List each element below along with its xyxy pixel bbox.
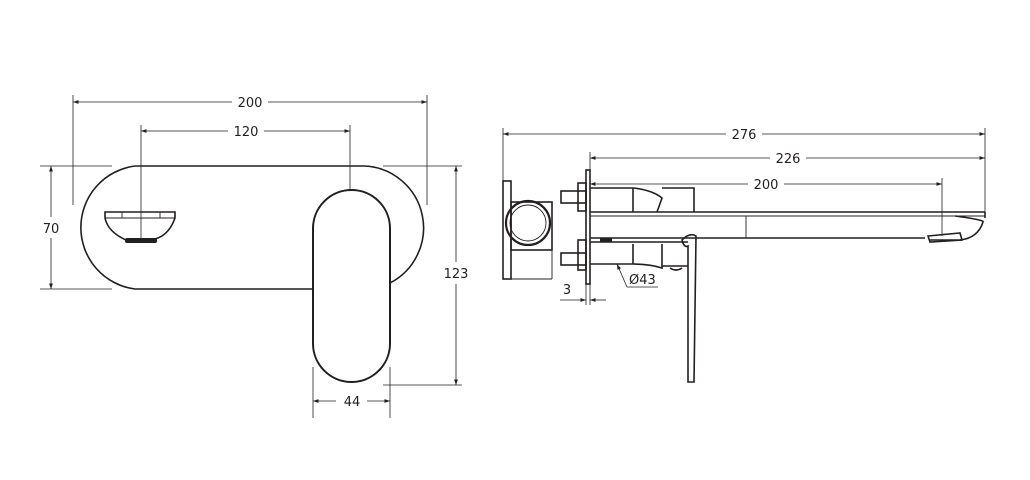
dimension-spout-reach: 200 (590, 178, 943, 236)
dimension-label: 44 (344, 395, 361, 410)
dimension-label: 226 (776, 152, 801, 167)
dimension-label: 123 (444, 267, 469, 282)
lever-handle (312, 189, 391, 383)
dimension-label: 200 (238, 96, 263, 111)
spout-outlet (104, 211, 176, 243)
wall-bracket (502, 180, 553, 280)
dimension-body-diameter: Ø43 (616, 263, 658, 288)
dimension-plate-thickness: 3 (560, 283, 606, 305)
dimension-label: 70 (43, 222, 60, 237)
front-view: 200 120 70 123 (40, 95, 468, 418)
dimension-overall-depth: 276 (502, 128, 986, 215)
dimension-width-overall: 200 (72, 95, 428, 205)
dimension-handle-width: 44 (312, 367, 391, 418)
dimension-overall-height: 123 (383, 165, 469, 386)
dimension-label: 276 (732, 128, 757, 143)
lever-side (681, 233, 697, 383)
mounting-studs (560, 182, 587, 271)
mixer-body (590, 238, 688, 271)
dimension-label: 120 (234, 125, 259, 140)
dimension-plate-height: 70 (40, 165, 112, 290)
spout (590, 211, 986, 243)
dimension-label: 200 (754, 178, 779, 193)
dimension-label: 3 (563, 283, 571, 298)
dimension-projection: 226 (589, 152, 985, 172)
wall-plate (80, 165, 425, 290)
dimension-label: Ø43 (629, 273, 656, 288)
spout-top-block (590, 187, 695, 213)
flange-plate (585, 169, 591, 285)
dimension-spout-to-handle: 120 (140, 125, 351, 240)
side-view: 276 226 200 3 Ø43 (502, 128, 986, 383)
